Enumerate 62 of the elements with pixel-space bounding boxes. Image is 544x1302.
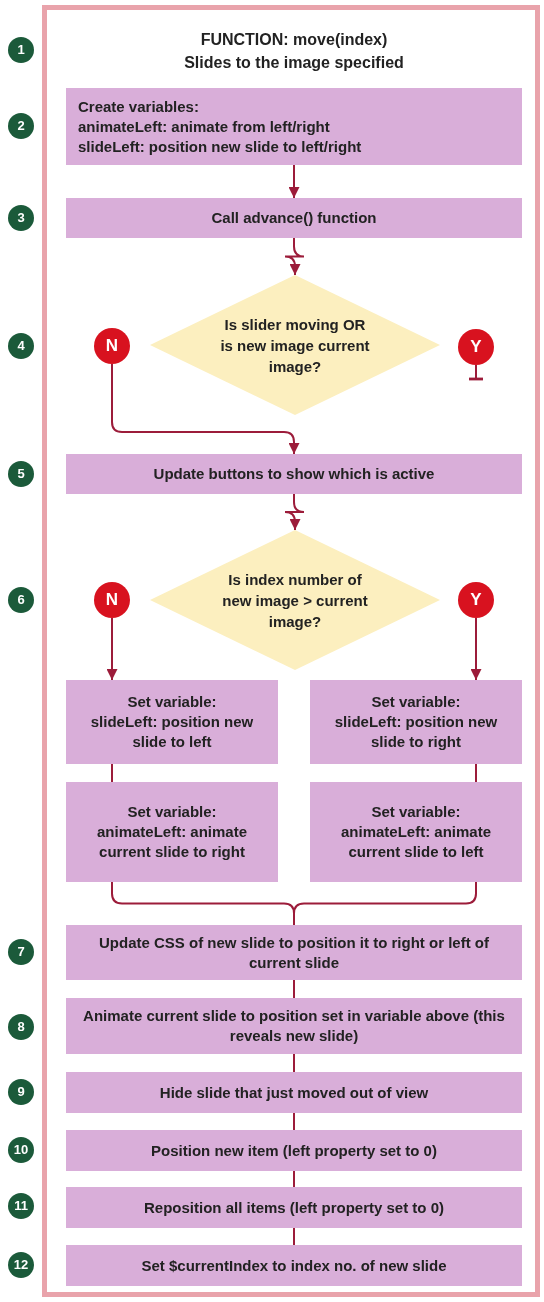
step-number: 11 (8, 1193, 34, 1219)
process-box (66, 1072, 522, 1113)
arrow (111, 363, 300, 455)
process-box (66, 1130, 522, 1171)
process-box (310, 782, 522, 882)
process-box (66, 998, 522, 1054)
box-text: animateLeft: animate current slide to right (95, 822, 248, 862)
box-text: Update buttons to show which is active (153, 464, 435, 484)
connector-line (293, 1053, 295, 1073)
decision-text: Is index number of new image > current image? (221, 569, 369, 632)
connector-line (475, 763, 477, 783)
process-box (66, 925, 522, 980)
step-number: 1 (8, 37, 34, 63)
process-box (66, 680, 278, 764)
subtitle: Slides to the image specified (183, 53, 405, 73)
process-box (66, 1245, 522, 1286)
step-number: 5 (8, 461, 34, 487)
step-number: 10 (8, 1137, 34, 1163)
box-text: Hide slide that just moved out of view (159, 1082, 429, 1103)
process-box (66, 1187, 522, 1228)
process-box (66, 88, 522, 165)
connector-line (293, 881, 477, 926)
arrow (284, 493, 305, 531)
box-text: Animate current slide to position set in variable above (this reveals new slide) (82, 1006, 506, 1046)
step-number: 2 (8, 113, 34, 139)
box-text: animateLeft: animate current slide to left (339, 822, 492, 862)
arrow (284, 237, 305, 276)
box-text: slideLeft: position new slide to right (333, 712, 499, 752)
process-box (66, 454, 522, 494)
box-heading: Set variable: (127, 802, 217, 822)
decision-text: Is slider moving OR is new image current image? (220, 314, 370, 377)
box-heading: Set variable: (371, 692, 461, 712)
process-box (66, 198, 522, 238)
connector-line (293, 1112, 295, 1131)
box-text: animateLeft: animate from left/right (78, 116, 330, 137)
step-number: 12 (8, 1252, 34, 1278)
arrow (470, 617, 482, 681)
box-heading: Set variable: (371, 802, 461, 822)
connector-line (111, 763, 113, 783)
connector-line (293, 979, 295, 999)
connector-line (293, 1227, 295, 1246)
box-text: Set $currentIndex to index no. of new slide (141, 1255, 447, 1276)
step-number: 7 (8, 939, 34, 965)
step-number: 4 (8, 333, 34, 359)
step-number: 6 (8, 587, 34, 613)
box-text: slideLeft: position new slide to left/right (78, 136, 362, 157)
box-text: Update CSS of new slide to position it to right or left of current slide (98, 932, 490, 973)
arrow (288, 164, 300, 199)
box-heading: Create variables: (78, 96, 199, 117)
box-heading: Set variable: (127, 692, 217, 712)
step-number: 3 (8, 205, 34, 231)
process-box (66, 782, 278, 882)
box-text: Call advance() function (211, 208, 377, 228)
box-text: Reposition all items (left property set to 0) (143, 1197, 444, 1218)
step-number: 8 (8, 1014, 34, 1040)
step-number: 9 (8, 1079, 34, 1105)
diagram-title: FUNCTION: move(index) (199, 30, 389, 50)
arrow (106, 617, 118, 681)
box-text: Position new item (left property set to 0) (151, 1140, 437, 1161)
process-box (310, 680, 522, 764)
connector-line (293, 1170, 295, 1188)
box-text: slideLeft: position new slide to left (89, 712, 255, 752)
